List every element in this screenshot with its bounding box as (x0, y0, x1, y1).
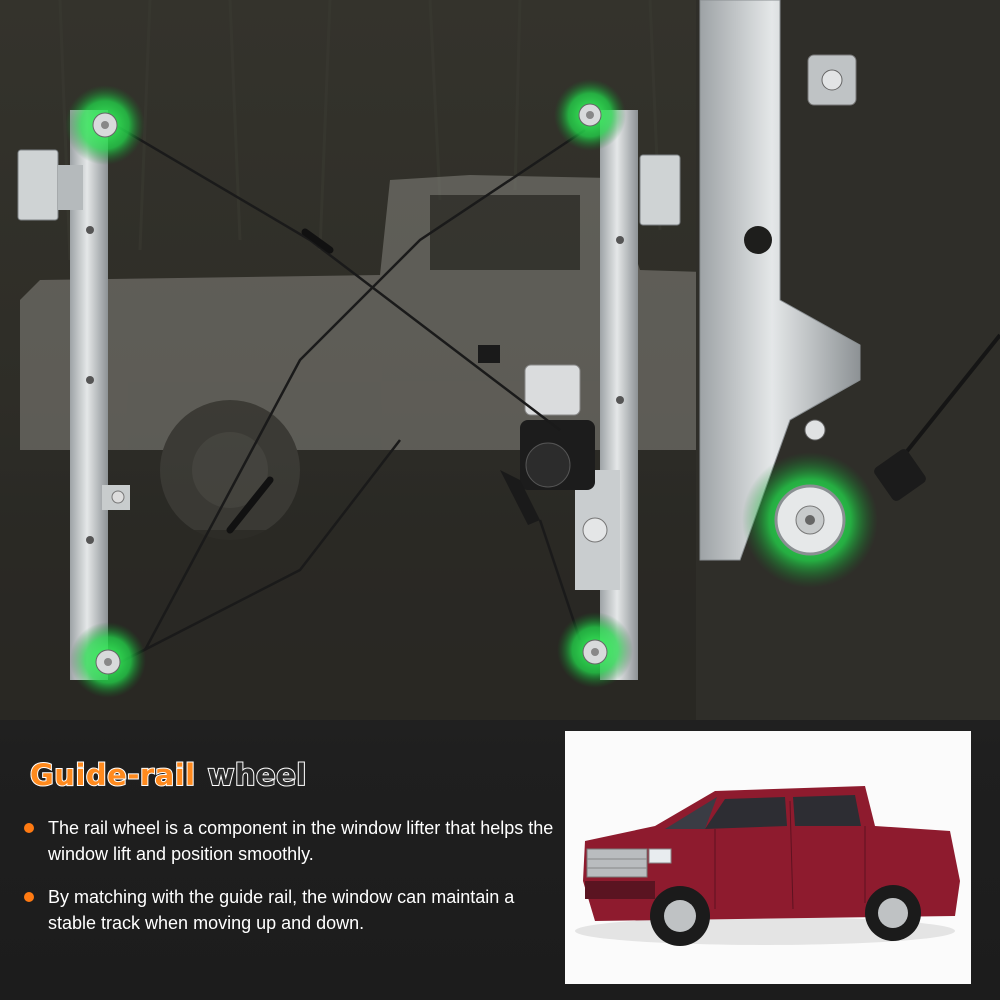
highlight-wheel-top-left (65, 85, 145, 165)
feature-heading: Guide-rail wheel (29, 757, 308, 793)
left-guide-rail (17, 110, 130, 680)
window-motor (478, 345, 595, 525)
bullet-text-2: By matching with the guide rail, the win… (48, 887, 515, 933)
heading-word-guide-rail: Guide-rail (29, 757, 196, 793)
heading-word-wheel: wheel (207, 757, 308, 793)
bullet-dot-icon (24, 823, 34, 833)
lifter-cables (114, 123, 586, 667)
window-regulator-scene (0, 0, 1000, 720)
bullet-text-1: The rail wheel is a component in the win… (48, 818, 554, 864)
cable-sleeves (226, 228, 334, 534)
bullet-dot-icon (24, 892, 34, 902)
red-pickup-truck-image (565, 731, 971, 984)
highlight-wheel-bottom-left (70, 622, 146, 698)
highlight-wheel-top-right (554, 79, 626, 151)
zoomed-wheel-detail (696, 0, 1000, 720)
right-guide-rail (575, 110, 681, 680)
bullet-point-1: The rail wheel is a component in the win… (24, 815, 564, 867)
truck-photo (565, 731, 971, 984)
bullet-point-2: By matching with the guide rail, the win… (24, 884, 564, 936)
highlight-wheel-bottom-right (557, 612, 633, 688)
